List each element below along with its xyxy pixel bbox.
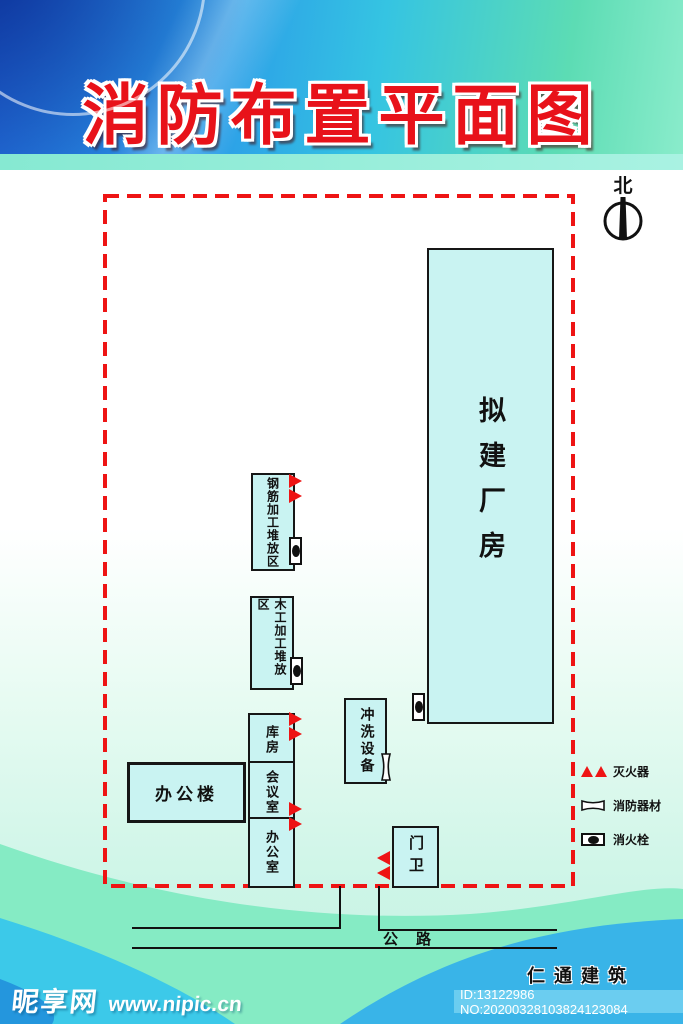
building-factory-label: 拟建厂房 (475, 396, 505, 576)
image-id-text: ID:13122986 NO:20200328103824123084 (460, 986, 628, 1017)
fire-hydrant-icon (412, 693, 425, 721)
building-office-room: 办公室 (248, 817, 295, 888)
legend-fire-equipment-label: 消防器材 (613, 799, 662, 813)
fire-equipment-icon (380, 753, 392, 781)
building-office-room-label: 办公室 (264, 830, 279, 875)
road-edge-line (132, 927, 340, 929)
fire-extinguisher-icon (289, 712, 302, 741)
fire-hydrant-icon (290, 657, 303, 685)
north-indicator: 北 (601, 177, 645, 249)
watermark-site-name: 昵享网 (10, 987, 101, 1017)
building-wood-area-label: 木工加工堆放区 (256, 598, 287, 676)
page-title: 消防布置平面图 (82, 78, 601, 152)
north-compass-icon (603, 197, 643, 241)
road-edge-line (378, 929, 557, 931)
fire-equipment-icon (581, 799, 607, 812)
building-meeting-room: 会议室 (248, 761, 295, 823)
watermark: 昵享网 www.nipic.cn (10, 980, 245, 1019)
building-steel-area: 钢筋加工堆放区 (251, 473, 295, 571)
fire-hydrant-icon (581, 833, 607, 846)
fire-extinguisher-icon (581, 766, 607, 777)
building-office-building: 办公楼 (127, 762, 246, 823)
building-gate-house: 门卫 (392, 826, 439, 888)
gate-opening-line (378, 886, 380, 931)
building-gate-house-label: 门卫 (407, 835, 423, 879)
building-wood-area: 木工加工堆放区 (250, 596, 294, 690)
building-office-building-label: 办公楼 (155, 785, 218, 804)
road-label: 公路 (383, 932, 450, 948)
legend-extinguisher-label: 灭火器 (613, 765, 650, 779)
watermark-site-url: www.nipic.cn (107, 993, 244, 1016)
legend: 灭火器 消防器材 消火栓 (581, 763, 661, 865)
building-meeting-room-label: 会议室 (264, 769, 279, 815)
legend-row-extinguisher: 灭火器 (581, 763, 661, 780)
fire-extinguisher-icon (289, 802, 302, 831)
header-divider-strip (0, 154, 683, 170)
building-factory: 拟建厂房 (427, 248, 554, 724)
building-washing-equipment: 冲洗设备 (344, 698, 387, 784)
legend-hydrant-label: 消火栓 (613, 833, 650, 847)
company-name: 仁通建筑 (527, 966, 635, 986)
fire-extinguisher-icon (377, 851, 390, 880)
fire-hydrant-icon (289, 537, 302, 565)
image-id-strip: ID:13122986 NO:20200328103824123084 (454, 987, 683, 1017)
building-steel-area-label: 钢筋加工堆放区 (265, 476, 280, 568)
north-label: 北 (613, 176, 633, 197)
building-storeroom: 库房 (248, 713, 295, 767)
road-edge-line (132, 947, 557, 949)
fire-extinguisher-icon (289, 474, 302, 503)
gate-opening-line (339, 886, 341, 929)
building-washing-equipment-label: 冲洗设备 (358, 707, 374, 775)
building-storeroom-label: 库房 (264, 725, 279, 755)
header-banner: 消防布置平面图 (0, 0, 683, 154)
legend-row-hydrant: 消火栓 (581, 831, 661, 848)
legend-row-fire-equipment: 消防器材 (581, 797, 661, 814)
